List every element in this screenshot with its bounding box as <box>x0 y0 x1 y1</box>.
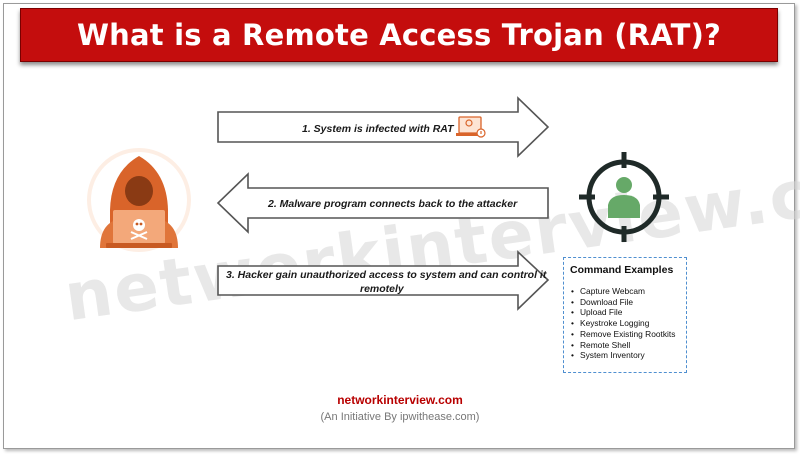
command-examples-title: Command Examples <box>570 264 674 276</box>
arrow-1-shape <box>217 96 550 158</box>
skull-icon <box>130 219 148 240</box>
command-examples-box: Command Examples Capture Webcam Download… <box>563 257 687 373</box>
command-examples-list: Capture Webcam Download File Upload File… <box>570 286 680 361</box>
page-title: What is a Remote Access Trojan (RAT)? <box>76 18 722 52</box>
list-item: Upload File <box>571 307 680 318</box>
arrow-3-label-line-2: remotely <box>360 283 404 295</box>
list-item: Remote Shell <box>571 340 680 351</box>
list-item: Download File <box>571 297 680 308</box>
arrow-1-label: 1. System is infected with RAT <box>302 123 454 135</box>
arrow-2-shape <box>216 172 549 234</box>
title-banner: What is a Remote Access Trojan (RAT)? <box>20 8 778 62</box>
list-item: System Inventory <box>571 350 680 361</box>
list-item: Capture Webcam <box>571 286 680 297</box>
hacker-icon <box>87 148 191 252</box>
arrow-3-shape <box>217 250 550 311</box>
infected-system-icon <box>456 116 486 138</box>
footer-site-link[interactable]: networkinterview.com <box>337 393 463 407</box>
list-item: Remove Existing Rootkits <box>571 329 680 340</box>
arrow-2-label: 2. Malware program connects back to the … <box>268 198 518 210</box>
arrow-3-label-line-1: 3. Hacker gain unauthorized access to sy… <box>226 269 547 281</box>
target-user-icon <box>579 152 669 242</box>
footer-initiative: (An Initiative By ipwithease.com) <box>320 411 480 423</box>
list-item: Keystroke Logging <box>571 318 680 329</box>
